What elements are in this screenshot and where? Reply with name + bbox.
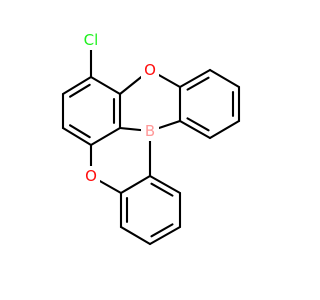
bond-c4-c5-inner xyxy=(69,124,91,139)
atom-label-o2: O xyxy=(85,167,97,185)
molecule-structure-canvas: Cl O B O xyxy=(61,30,241,246)
bond-c6-c1 xyxy=(61,75,93,96)
bond-l6-l1 xyxy=(119,174,152,195)
bond-c3-c4 xyxy=(89,126,122,147)
bond-r5-r6 xyxy=(178,119,212,140)
bond-r2-r3 xyxy=(208,68,241,89)
atom-label-b: B xyxy=(145,122,155,140)
atom-label-o1: O xyxy=(144,61,156,79)
bond-r1-r2-inner xyxy=(186,76,210,91)
bond-r1-r2 xyxy=(178,68,212,89)
atom-b: B xyxy=(141,121,159,141)
bond-c6-c1-inner xyxy=(69,83,91,98)
bond-l5-l6 xyxy=(148,174,182,195)
atom-cl: Cl xyxy=(79,30,103,50)
atom-label-layer: Cl O B O xyxy=(79,30,159,186)
bond-l5-l6-inner xyxy=(150,182,174,197)
bond-l3-l4-inner xyxy=(150,223,174,238)
bond-r4-r5 xyxy=(208,119,241,140)
bond-r5-r6-inner xyxy=(186,117,210,132)
atom-o2: O xyxy=(82,166,100,186)
bond-c4-c5 xyxy=(61,126,93,147)
bond-l2-l3 xyxy=(119,225,152,246)
bond-c1-c2 xyxy=(89,75,122,96)
atom-o1: O xyxy=(141,60,159,80)
atom-label-cl: Cl xyxy=(84,31,99,49)
bond-l3-l4 xyxy=(148,225,182,246)
